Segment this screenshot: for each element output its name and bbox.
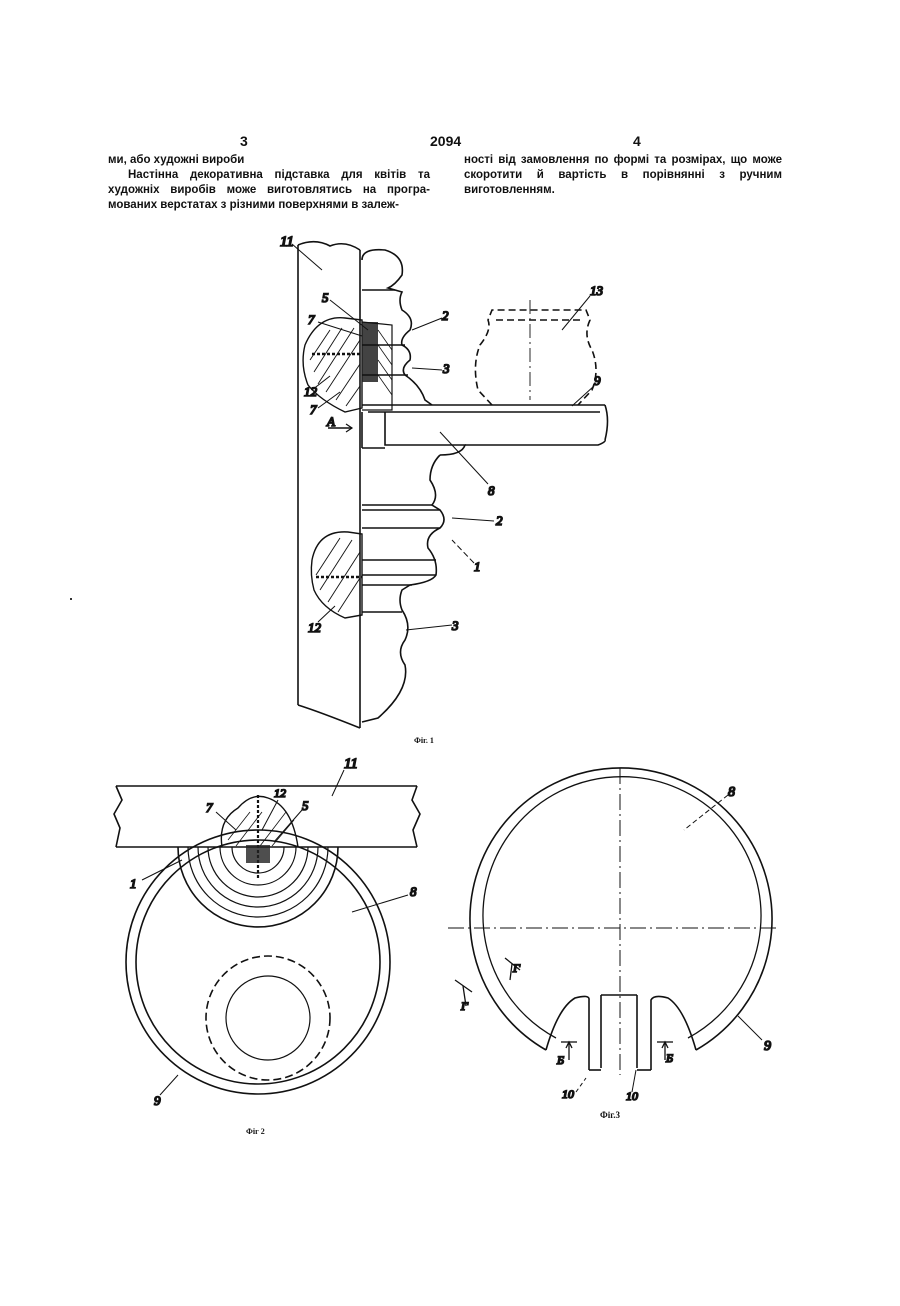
fig1-label-plate: 9 (594, 373, 601, 388)
figure-3-drawing: 8 9 10 10 Б Б Г Г (445, 765, 790, 1110)
fig3-label-slot-right: 10 (626, 1089, 638, 1103)
fig1-label-part7a: 7 (308, 312, 315, 327)
fig1-leader-lines (292, 244, 594, 630)
fig2-label-wall: 11 (344, 756, 358, 772)
fig1-label-body: 1 (474, 559, 481, 574)
right-paragraph: ності від замовлення по формі та розміра… (464, 153, 782, 198)
fig3-leader-lines (576, 795, 762, 1092)
fig3-label-shelf: 8 (728, 785, 735, 800)
page-number-left: 3 (240, 133, 248, 149)
fig1-vase (475, 300, 596, 405)
fig3-label-cut-g-b: Г (512, 961, 521, 975)
scan-speck (70, 598, 72, 600)
fig2-label-dowel: 12 (274, 786, 286, 800)
figure-2-drawing: 11 7 12 5 1 8 9 (105, 755, 435, 1110)
fig1-label-wall: 11 (280, 234, 294, 250)
fig3-shelf-outline (470, 768, 772, 1070)
fig1-label-ring-upper: 2 (442, 308, 449, 323)
fig1-label-part7b: 7 (310, 402, 317, 417)
fig1-label-ring-lower: 2 (496, 513, 503, 528)
fig2-label-plate: 9 (154, 1093, 161, 1108)
patent-number: 2094 (430, 133, 461, 149)
fig3-centerlines (448, 768, 778, 1075)
page-number-right: 4 (633, 133, 641, 149)
figure-1-drawing: 11 5 7 12 7 2 3 13 9 А 8 2 1 3 12 (270, 225, 630, 730)
fig2-wall (114, 786, 420, 847)
fig1-label-foot-lower: 3 (451, 618, 459, 633)
right-column: ності від замовлення по формі та розміра… (464, 153, 782, 198)
left-column: ми, або художні вироби Настінна декорати… (108, 153, 430, 213)
fig2-shelf-circle (126, 830, 390, 1094)
fig1-label-section-a: А (326, 414, 335, 429)
fig2-label-screw: 5 (302, 798, 309, 813)
fig3-label-slot-left: 10 (562, 1087, 574, 1101)
figure-2-caption: Фіг 2 (246, 1127, 265, 1136)
fig2-label-shelf: 8 (410, 884, 417, 899)
fig2-label-body: 1 (130, 876, 137, 891)
fig1-shelf (362, 405, 608, 455)
fig3-label-cut-g-a: Г (460, 999, 469, 1013)
fig1-label-foot-upper: 3 (442, 361, 450, 376)
fig1-wall-cutout-lower (311, 532, 362, 618)
fig1-label-vase: 13 (590, 283, 604, 298)
fig2-wall-cutout (221, 795, 298, 880)
fig2-label-part7: 7 (206, 800, 213, 815)
fig3-label-plate: 9 (764, 1039, 771, 1054)
fig1-label-shelf: 8 (488, 483, 495, 498)
fig1-label-dowel-lower: 12 (308, 620, 322, 635)
fig1-label-screw: 5 (322, 290, 329, 305)
fig2-leader-lines (142, 770, 408, 1095)
left-paragraph: Настінна декоративна підставка для квіті… (108, 168, 430, 213)
fig3-label-cut-b-left: Б (556, 1053, 564, 1067)
fig3-label-cut-b-right: Б (665, 1051, 673, 1065)
fig1-lower-turned-body (362, 455, 444, 722)
figure-3-caption: Фіг.3 (600, 1110, 620, 1120)
fig1-label-dowel: 12 (304, 384, 318, 399)
left-continuation-line: ми, або художні вироби (108, 153, 430, 168)
figure-1-caption: Фіг. 1 (414, 736, 434, 745)
